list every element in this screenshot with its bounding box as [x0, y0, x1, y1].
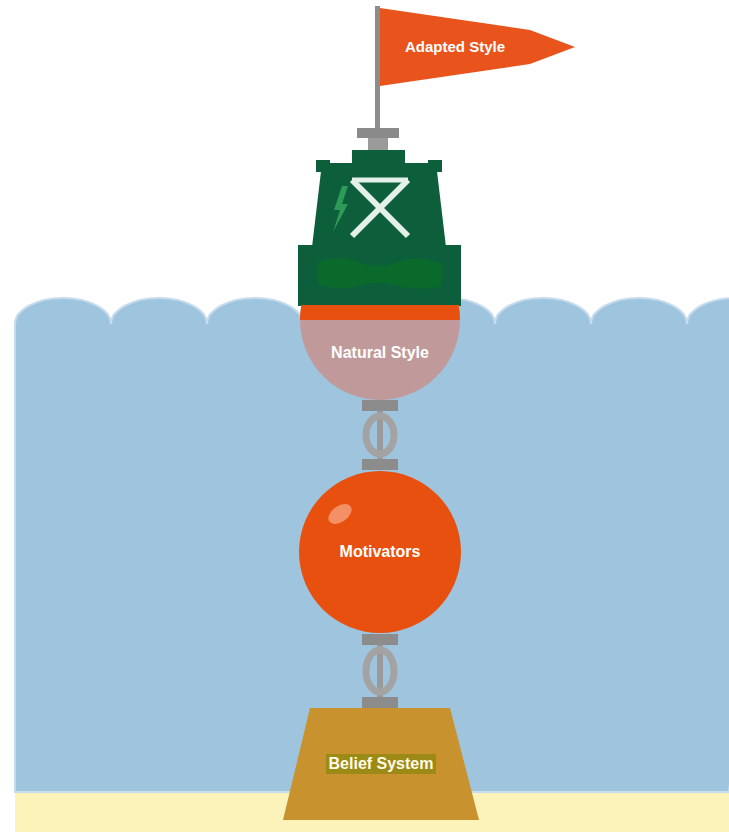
buoy-tab	[428, 160, 442, 172]
chain-plate	[362, 634, 398, 645]
buoy-base	[298, 245, 461, 306]
chain-plate	[362, 697, 398, 708]
node-label: Belief System	[326, 754, 437, 773]
chain-link	[362, 400, 398, 470]
buoy-tower	[312, 163, 446, 247]
anchor-shape	[283, 708, 479, 820]
node-label: Motivators	[340, 542, 421, 561]
float-sphere: Natural Style	[300, 305, 460, 400]
node-label: Adapted Style	[405, 38, 505, 56]
lattice	[352, 180, 408, 236]
chain-core	[377, 634, 383, 708]
sphere	[299, 471, 461, 633]
pole-clamp	[357, 128, 399, 138]
lattice	[352, 180, 408, 236]
light-bolt	[333, 186, 348, 232]
chain-plate	[362, 459, 398, 470]
buoy-tab	[316, 160, 330, 172]
lattice	[352, 178, 408, 183]
pole-clamp	[368, 138, 388, 150]
sphere-underwater	[300, 305, 460, 400]
obscured-label	[318, 258, 442, 289]
chain-ring	[366, 650, 394, 692]
float-sphere: Motivators	[298, 470, 462, 634]
node-label: Natural Style	[331, 343, 429, 362]
flag: Adapted Style	[380, 8, 575, 86]
chain-plate	[362, 400, 398, 411]
flag-pole	[375, 6, 380, 130]
flag-cloth	[380, 8, 575, 86]
chain-ring	[366, 416, 394, 454]
buoy-cap	[352, 150, 405, 163]
sphere-above-water	[300, 305, 460, 320]
sphere-highlight	[325, 500, 355, 528]
anchor-block: Belief System	[283, 708, 479, 820]
chain-link	[362, 634, 398, 708]
